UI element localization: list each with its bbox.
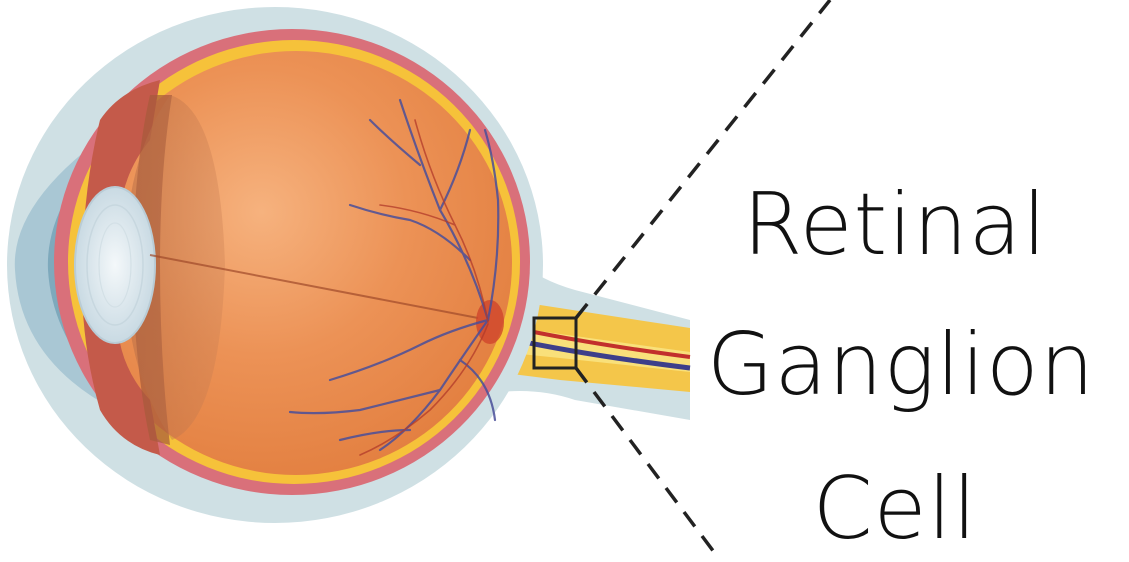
- label-ganglion: Ganglion: [676, 322, 1126, 408]
- label-cell: Cell: [705, 466, 1085, 552]
- label-retinal: Retinal: [705, 182, 1085, 268]
